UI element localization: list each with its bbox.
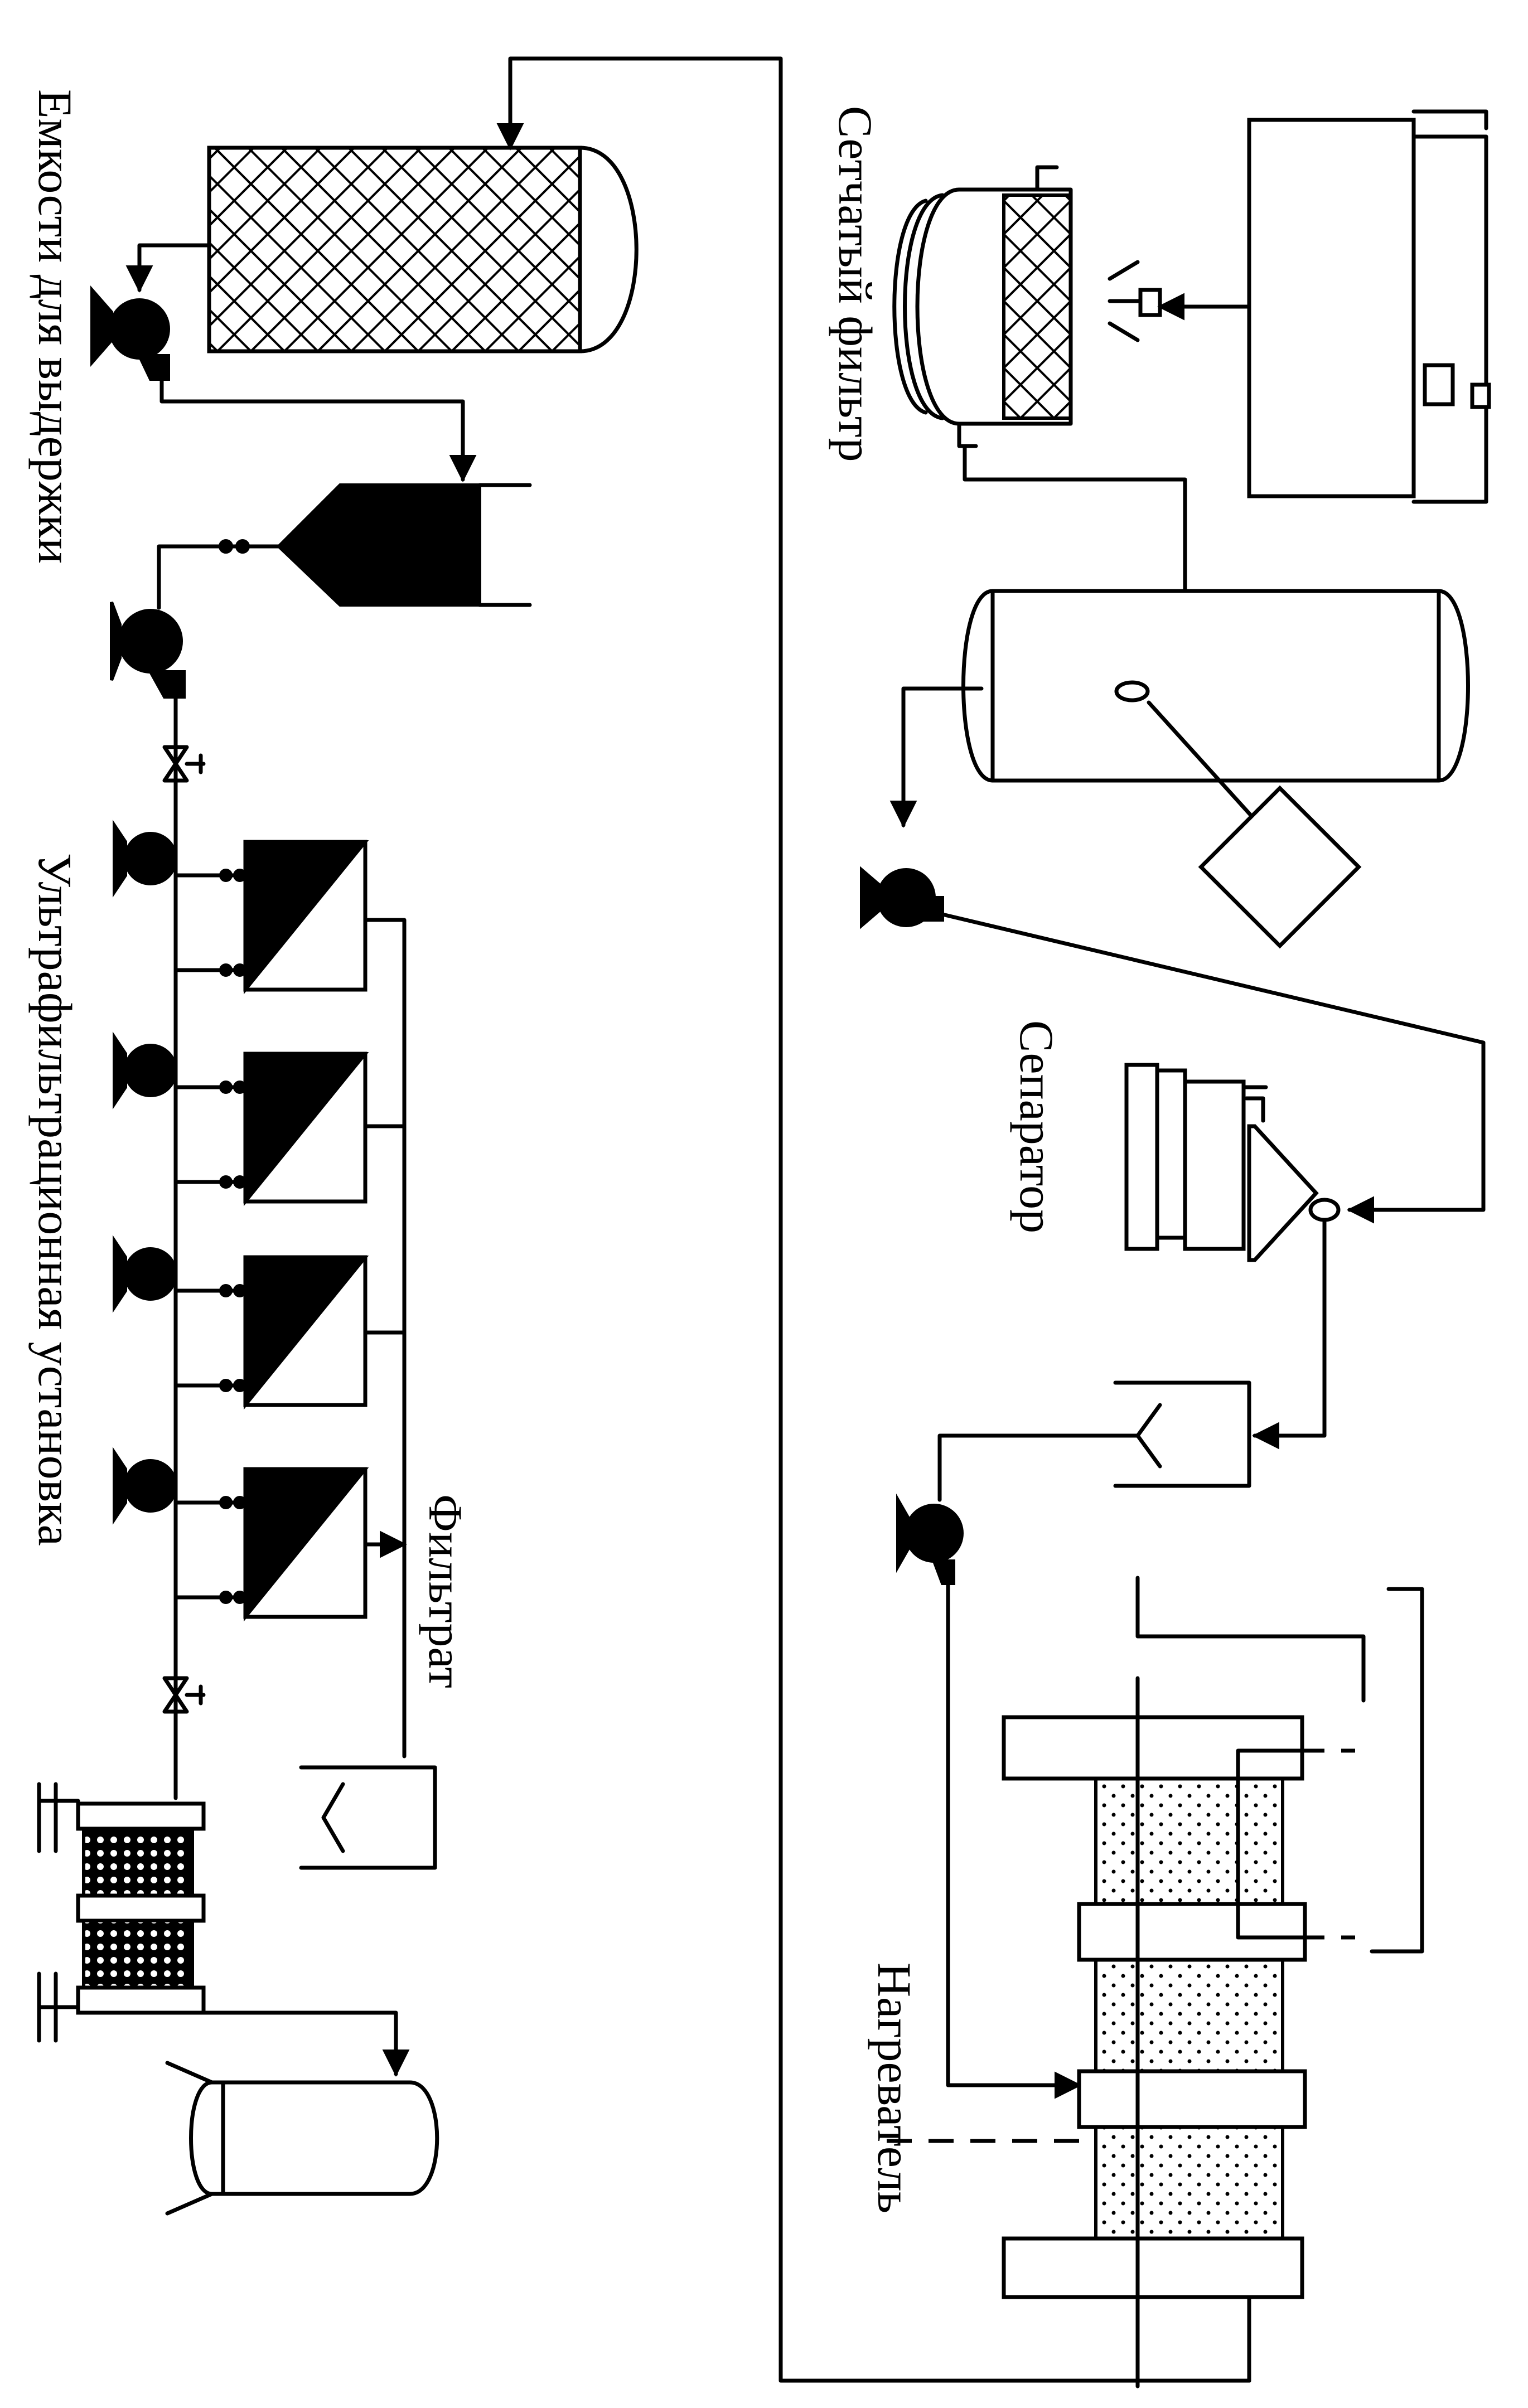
filtrate-label: Фильтрат	[419, 1494, 472, 1688]
check-valve-icon	[162, 745, 206, 783]
separator	[1124, 1063, 1341, 1262]
intermediate-outlet-line	[937, 1433, 1140, 1502]
filtrate-tank	[299, 1765, 437, 1870]
ultrafiltration-label: Ультрафильтрационная установка	[28, 853, 82, 1546]
separator-outlet-line	[1252, 1219, 1327, 1450]
uf-module	[113, 1031, 369, 1207]
pump-icon	[90, 285, 170, 381]
separator-label: Сепаратор	[1010, 1020, 1063, 1233]
filtrate-line	[363, 918, 404, 1758]
hopper-outlet-line	[157, 544, 281, 610]
product-tank	[165, 2061, 439, 2216]
holding-tank	[207, 146, 639, 353]
check-valve-icon	[162, 1676, 206, 1714]
cooler-to-tank-line	[201, 2010, 410, 2077]
pump-to-hopper-line	[159, 377, 477, 482]
heater-pump-icon	[896, 1493, 964, 1585]
uf-module	[113, 820, 369, 995]
feed-pump-icon	[110, 601, 186, 699]
mesh-filter	[892, 165, 1162, 448]
hopper-tank	[276, 483, 532, 607]
filter-outlet-line	[963, 444, 1187, 593]
plate-cooler	[37, 1782, 206, 2043]
pump-to-heater-line	[946, 1581, 1082, 2099]
heater-label: Нагреватель	[868, 1963, 921, 2213]
tank-outlet-line	[125, 243, 211, 293]
uf-module	[113, 1235, 369, 1410]
buffer-outlet-line	[889, 686, 984, 828]
valve-icon	[219, 539, 250, 554]
transfer-line	[496, 56, 1251, 2383]
feed-unit	[1247, 109, 1491, 504]
heater	[887, 1576, 1424, 2388]
mesh-filter-label: Сетчатый фильтр	[829, 106, 882, 462]
holding-tanks-label: Емкости для выдержки	[28, 89, 82, 564]
pump-to-separator-line	[940, 912, 1486, 1224]
separator-pump-icon	[860, 866, 944, 929]
buffer-tank	[961, 589, 1470, 949]
uf-module	[113, 1447, 369, 1622]
